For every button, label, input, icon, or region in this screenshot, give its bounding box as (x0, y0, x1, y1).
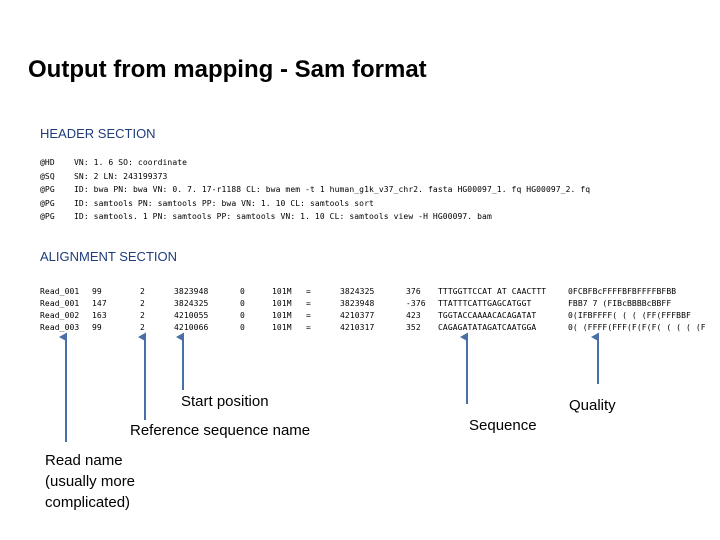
tlen-cell: 376 (406, 287, 421, 296)
mapq-cell: 0 (240, 323, 245, 332)
flag-cell: 163 (92, 311, 107, 320)
cigar-cell: 101M (272, 311, 292, 320)
header-section-heading: HEADER SECTION (40, 126, 156, 141)
header-value: ID: samtools PN: samtools PP: bwa VN: 1.… (74, 199, 374, 208)
flag-cell: 99 (92, 323, 102, 332)
header-tag: @PG (40, 212, 55, 221)
reference-name-label: Reference sequence name (130, 422, 311, 439)
rnext-cell: = (306, 311, 311, 320)
sequence-cell: TTTGGTTCCAT AT CAACTTT (438, 287, 547, 296)
pnext-cell: 4210317 (340, 323, 375, 332)
quality-cell: 0(IFBFFFF( ( ( (FF(FFFBBF (568, 311, 691, 320)
sequence-cell: TTATTTCATTGAGCATGGT (438, 299, 532, 308)
pnext-cell: 3824325 (340, 287, 375, 296)
read-name-label: Read name (usually more complicated) (45, 452, 136, 511)
flag-cell: 99 (92, 287, 102, 296)
tlen-cell: -376 (406, 299, 426, 308)
header-value: ID: samtools. 1 PN: samtools PP: samtool… (74, 212, 492, 221)
qname-cell: Read_002 (40, 311, 80, 320)
mapq-cell: 0 (240, 287, 245, 296)
cigar-cell: 101M (272, 323, 292, 332)
header-value: SN: 2 LN: 243199373 (74, 172, 168, 181)
quality-cell: 0FCBFBcFFFFBFBFFFFBFBB (568, 287, 677, 296)
qname-cell: Read_001 (40, 287, 80, 296)
rnext-cell: = (306, 287, 311, 296)
alignment-row: Read_001 99 2 3823948 0 101M = 3824325 3… (40, 287, 700, 298)
start-position-label: Start position (181, 393, 269, 410)
header-tag: @HD (40, 158, 55, 167)
cigar-cell: 101M (272, 287, 292, 296)
pos-cell: 3824325 (174, 299, 209, 308)
header-tag: @SQ (40, 172, 55, 181)
pnext-cell: 4210377 (340, 311, 375, 320)
sequence-label: Sequence (469, 417, 537, 434)
alignment-row: Read_002 163 2 4210055 0 101M = 4210377 … (40, 311, 700, 322)
header-value: VN: 1. 6 SO: coordinate (74, 158, 188, 167)
pos-cell: 4210055 (174, 311, 209, 320)
flag-cell: 147 (92, 299, 107, 308)
pos-cell: 3823948 (174, 287, 209, 296)
sequence-cell: CAGAGATATAGATCAATGGA (438, 323, 537, 332)
pnext-cell: 3823948 (340, 299, 375, 308)
quality-cell: FBB7 7 (FIBcBBBBcBBFF (568, 299, 672, 308)
cigar-cell: 101M (272, 299, 292, 308)
alignment-section-heading: ALIGNMENT SECTION (40, 249, 178, 264)
tlen-cell: 352 (406, 323, 421, 332)
quality-label: Quality (569, 397, 616, 414)
rnext-cell: = (306, 323, 311, 332)
pos-cell: 4210066 (174, 323, 209, 332)
rnext-cell: = (306, 299, 311, 308)
qname-cell: Read_003 (40, 323, 80, 332)
mapq-cell: 0 (240, 299, 245, 308)
slide-title: Output from mapping - Sam format (28, 56, 427, 83)
alignment-row: Read_001 147 2 3824325 0 101M = 3823948 … (40, 299, 700, 310)
qname-cell: Read_001 (40, 299, 80, 308)
mapq-cell: 0 (240, 311, 245, 320)
header-tag: @PG (40, 185, 55, 194)
rname-cell: 2 (140, 311, 145, 320)
tlen-cell: 423 (406, 311, 421, 320)
rname-cell: 2 (140, 323, 145, 332)
sequence-cell: TGGTACCAAAACACAGATAT (438, 311, 537, 320)
header-value: ID: bwa PN: bwa VN: 0. 7. 17-r1188 CL: b… (74, 185, 591, 194)
rname-cell: 2 (140, 299, 145, 308)
alignment-row: Read_003 99 2 4210066 0 101M = 4210317 3… (40, 323, 706, 334)
header-tag: @PG (40, 199, 55, 208)
rname-cell: 2 (140, 287, 145, 296)
quality-cell: 0( (FFFF(FFF(F(F(F( ( ( ( (F (568, 323, 706, 332)
